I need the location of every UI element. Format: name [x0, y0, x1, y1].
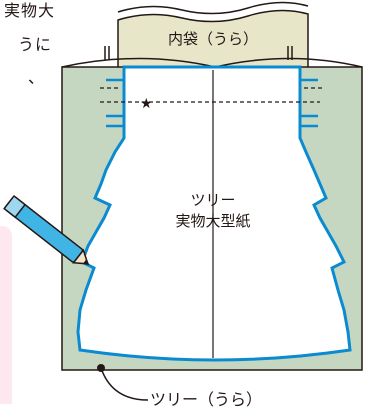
- pocket-label: 内袋（うら）: [168, 30, 258, 48]
- side-text-line-2: うに: [18, 35, 53, 54]
- star-marker: ★: [140, 96, 153, 112]
- tree-pattern: [76, 65, 352, 362]
- pattern-label-line2: 実物大型紙: [175, 212, 250, 230]
- side-text-line-1: 実物大: [4, 1, 56, 20]
- pen-icon: [3, 194, 90, 266]
- pink-note-box: [0, 226, 12, 404]
- pointer-line: [100, 367, 149, 401]
- outer-label: ツリー（うら）: [150, 390, 262, 409]
- inner-pocket: [117, 9, 309, 71]
- pocket-top-edge: [117, 1, 309, 15]
- side-text-line-3: 、: [28, 68, 46, 87]
- pattern-label-line1: ツリー: [190, 191, 235, 209]
